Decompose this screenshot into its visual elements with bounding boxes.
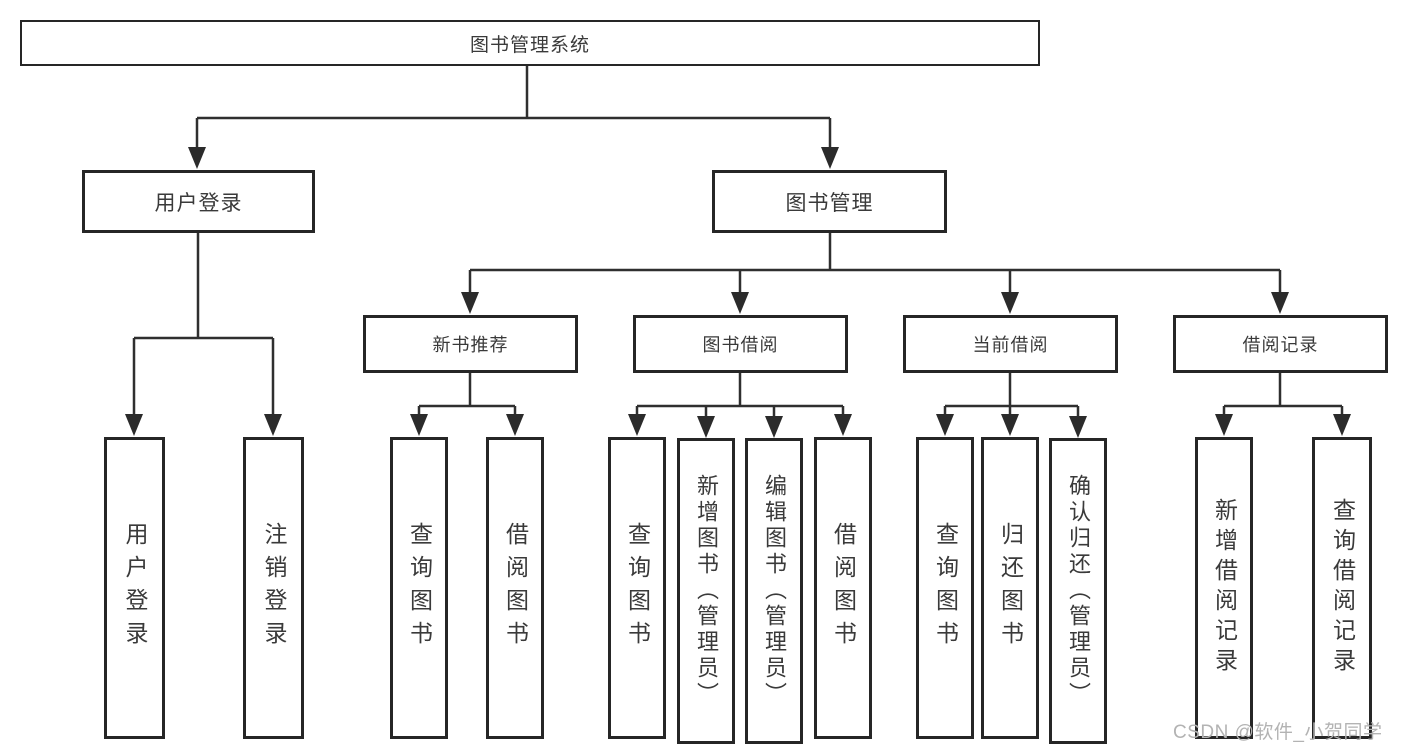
node-leaf-rec-borrow-books: 借阅图书 [486, 437, 544, 739]
node-leaf-logout: 注销登录 [243, 437, 304, 739]
node-book-borrowing: 图书借阅 [633, 315, 848, 373]
node-label: 查询借阅记录 [1329, 498, 1356, 678]
node-label: 编辑图书（管理员） [762, 474, 787, 708]
node-current-borrowing: 当前借阅 [903, 315, 1118, 373]
node-leaf-br-add-record: 新增借阅记录 [1195, 437, 1253, 739]
node-user-login-branch: 用户登录 [82, 170, 315, 233]
node-label: 用户登录 [154, 191, 243, 215]
node-leaf-bb-edit-books-admin: 编辑图书（管理员） [745, 438, 803, 744]
node-leaf-cb-return-books: 归还图书 [981, 437, 1039, 739]
node-label: 图书管理 [785, 191, 874, 215]
connector-mgmt-to-level3 [461, 233, 1289, 314]
connector-records-to-leaves [1215, 373, 1351, 436]
connector-login-to-leaves [125, 233, 282, 436]
node-label: 借阅图书 [502, 522, 529, 654]
node-leaf-user-login: 用户登录 [104, 437, 165, 739]
node-label: 查询图书 [406, 522, 433, 654]
node-leaf-bb-query-books: 查询图书 [608, 437, 666, 739]
node-book-management-branch: 图书管理 [712, 170, 947, 233]
node-label: 当前借阅 [972, 335, 1049, 355]
connector-root-to-level2 [188, 66, 839, 169]
node-label: 图书管理系统 [469, 34, 590, 56]
node-borrowing-records: 借阅记录 [1173, 315, 1388, 373]
node-label: 借阅图书 [830, 522, 857, 654]
node-label: 新增图书（管理员） [694, 474, 719, 708]
csdn-watermark: CSDN @软件_小贺同学 [1173, 722, 1383, 743]
connector-borrow-to-leaves [628, 373, 852, 438]
node-label: 新书推荐 [432, 335, 509, 355]
node-leaf-bb-borrow-books: 借阅图书 [814, 437, 872, 739]
node-label: 借阅记录 [1242, 335, 1319, 355]
connector-current-to-leaves [936, 373, 1087, 438]
node-book-management-system: 图书管理系统 [20, 20, 1040, 66]
node-new-book-recommendation: 新书推荐 [363, 315, 578, 373]
node-leaf-cb-query-books: 查询图书 [916, 437, 974, 739]
connector-rec-to-leaves [410, 373, 524, 436]
node-label: 新增借阅记录 [1211, 498, 1238, 678]
node-label: 查询图书 [624, 522, 651, 654]
node-label: 注销登录 [261, 522, 287, 654]
node-leaf-bb-add-books-admin: 新增图书（管理员） [677, 438, 735, 744]
node-leaf-cb-confirm-return-admin: 确认归还（管理员） [1049, 438, 1107, 744]
node-leaf-br-query-record: 查询借阅记录 [1312, 437, 1372, 739]
node-label: 确认归还（管理员） [1066, 474, 1091, 708]
node-label: 图书借阅 [702, 335, 779, 355]
node-label: 查询图书 [932, 522, 959, 654]
node-label: 归还图书 [997, 522, 1024, 654]
node-label: 用户登录 [122, 522, 148, 654]
node-leaf-rec-query-books: 查询图书 [390, 437, 448, 739]
